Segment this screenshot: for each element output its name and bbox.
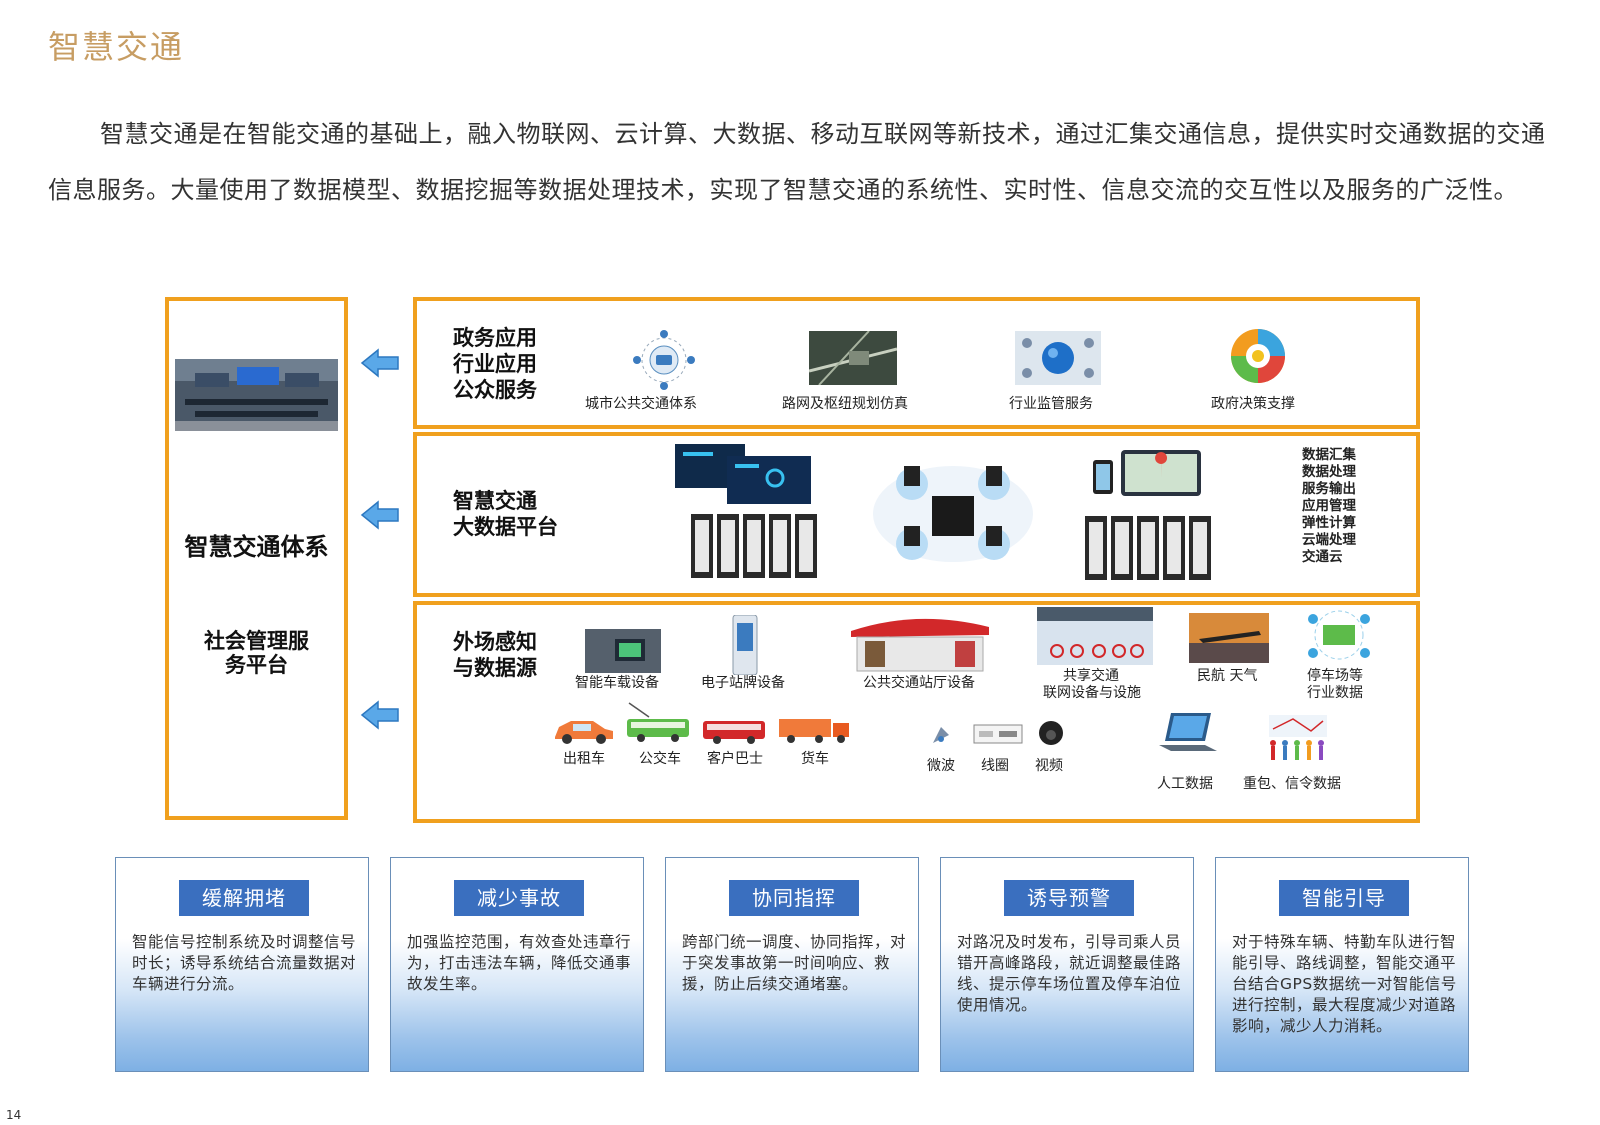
item-caption: 联网设备与设施 [1043,685,1141,701]
layer2-title-line: 大数据平台 [453,515,558,539]
truck-icon [779,719,849,743]
layer1-title-line: 行业应用 [453,352,537,376]
signaling-data-icon [1269,715,1327,760]
vehicle-caption: 公交车 [639,751,681,767]
benefit-badge: 减少事故 [454,880,584,916]
shared-bikes-icon [1037,607,1153,665]
microwave-sensor-icon [933,727,949,743]
data-source-layer: 外场感知 与数据源 智能车载设备 电子站牌设备 公共交通站厅设备 共享交通 联网… [413,601,1420,823]
system-name: 智慧交通体系 [184,533,329,561]
benefit-card: 缓解拥堵 智能信号控制系统及时调整信号时长；诱导系统结合流量数据对车辆进行分流。 [115,857,369,1072]
layer3-title-line: 外场感知 [453,630,537,654]
other-caption: 人工数据 [1157,776,1213,792]
arrow-left-icon [360,348,399,378]
page-number: 14 [6,1108,22,1122]
taxi-icon [555,721,613,744]
function-item: 弹性计算 [1302,515,1356,531]
function-item: 服务输出 [1302,481,1356,497]
function-item: 交通云 [1302,549,1343,565]
parking-data-icon [1308,610,1370,660]
benefit-text: 加强监控范围，有效查处违章行为，打击违法车辆，降低交通事故发生率。 [407,933,632,993]
arrow-left-icon [360,500,399,530]
function-item: 数据汇集 [1302,447,1356,463]
sensor-caption: 视频 [1035,758,1063,774]
benefit-badge: 诱导预警 [1004,880,1134,916]
benefit-card: 减少事故 加强监控范围，有效查处违章行为，打击违法车辆，降低交通事故发生率。 [390,857,644,1072]
bus-shelter-icon [851,618,989,672]
aviation-weather-icon [1189,613,1269,663]
item-caption: 路网及枢纽规划仿真 [782,396,908,412]
mobile-map-server-icon [1085,450,1211,580]
item-caption: 智能车载设备 [575,675,659,691]
item-caption: 政府决策支撑 [1211,396,1295,412]
benefit-text: 智能信号控制系统及时调整信号时长；诱导系统结合流量数据对车辆进行分流。 [132,933,357,993]
public-transit-icon [633,330,695,390]
platform-name: 社会管理服务平台 [204,629,309,677]
application-layer: 政务应用 行业应用 公众服务 城市公共交通体系 路网及枢纽规划仿真 行业监管服务… [413,297,1420,429]
bus-icon [627,702,689,742]
video-camera-icon [1039,721,1063,745]
sensor-caption: 微波 [927,758,955,774]
layer2-title: 智慧交通 大数据平台 [453,488,558,540]
section-title: 智慧交通 [48,28,185,66]
item-caption: 行业数据 [1307,685,1363,701]
coach-icon [703,721,765,744]
loop-detector-icon [973,724,1023,744]
e-sign-icon [732,615,758,675]
intro-paragraph: 智慧交通是在智能交通的基础上，融入物联网、云计算、大数据、移动互联网等新技术，通… [48,120,1546,204]
benefit-text: 跨部门统一调度、协同指挥，对于突发事故第一时间响应、救援，防止后续交通堵塞。 [682,933,907,993]
platform-functions-list: 数据汇集 数据处理 服务输出 应用管理 弹性计算 云端处理 交通云 [1302,447,1356,566]
system-box: 智慧交通体系 社会管理服务平台 [165,297,348,820]
vehicle-caption: 货车 [801,751,829,767]
control-center-photo [175,359,338,431]
decision-support-icon [1231,329,1285,383]
benefit-card: 诱导预警 对路况及时发布，引导司乘人员错开高峰路段，就近调整最佳路线、提示停车场… [940,857,1194,1072]
item-caption: 电子站牌设备 [701,675,785,691]
benefit-badge: 协同指挥 [729,880,859,916]
laptop-icon [1159,713,1217,751]
road-network-sim-icon [809,331,897,385]
vehicle-device-icon [585,629,661,673]
industry-supervision-icon [1015,331,1101,385]
item-caption: 公共交通站厅设备 [863,675,975,691]
other-caption: 重包、信令数据 [1243,776,1341,792]
benefit-badge: 智能引导 [1279,880,1409,916]
benefit-text: 对路况及时发布，引导司乘人员错开高峰路段，就近调整最佳路线、提示停车场位置及停车… [957,933,1182,1014]
layer1-title-line: 政务应用 [453,326,537,350]
dashboard-server-icon [675,444,817,578]
vehicle-caption: 出租车 [563,751,605,767]
big-data-layer: 智慧交通 大数据平台 [413,432,1420,597]
item-caption: 停车场等 [1307,668,1363,684]
function-item: 数据处理 [1302,464,1356,480]
function-item: 应用管理 [1302,498,1356,514]
layer2-title-line: 智慧交通 [453,489,537,513]
arrow-left-icon [360,700,399,730]
benefit-badge: 缓解拥堵 [179,880,309,916]
function-item: 云端处理 [1302,532,1356,548]
benefit-card: 智能引导 对于特殊车辆、特勤车队进行智能引导、路线调整，智能交通平台结合GPS数… [1215,857,1469,1072]
layer3-title-line: 与数据源 [453,656,537,680]
cloud-servers-icon [873,466,1033,562]
item-caption: 行业监管服务 [1009,396,1093,412]
item-caption: 共享交通 [1063,668,1119,684]
layer1-title-line: 公众服务 [453,378,537,402]
item-caption: 民航 天气 [1197,668,1258,684]
sensor-caption: 线圈 [981,758,1009,774]
benefit-card: 协同指挥 跨部门统一调度、协同指挥，对于突发事故第一时间响应、救援，防止后续交通… [665,857,919,1072]
layer3-title: 外场感知 与数据源 [453,629,537,681]
item-caption: 城市公共交通体系 [585,396,697,412]
vehicle-caption: 客户巴士 [707,751,763,767]
benefit-text: 对于特殊车辆、特勤车队进行智能引导、路线调整，智能交通平台结合GPS数据统一对智… [1232,933,1457,1035]
layer1-title: 政务应用 行业应用 公众服务 [453,325,537,403]
